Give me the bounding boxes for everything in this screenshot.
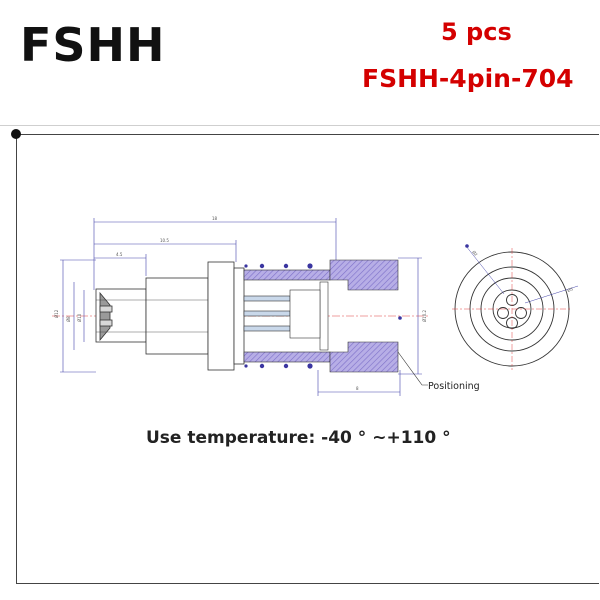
svg-text:Ø5: Ø5 [567,286,574,293]
dimension-lines [60,218,422,396]
brand-title: FSHH [20,18,166,72]
end-view-dimensions: Ø2 Ø5 [471,249,574,293]
drawing-frame [16,134,599,584]
contact-pins [243,289,321,339]
connector-body [145,261,245,371]
seal-balls [244,263,402,369]
temperature-note: Use temperature: -40 ° ~+110 ° [146,428,451,448]
svg-text:Ø10: Ø10 [77,313,82,322]
svg-text:8: 8 [356,386,359,391]
svg-text:Ø8: Ø8 [66,316,71,322]
positioning-leader [397,351,428,386]
frame-corner-dot [11,129,21,139]
connector-end-view [452,244,579,370]
svg-text:Ø10.2: Ø10.2 [422,309,427,322]
svg-text:10.5: 10.5 [160,238,169,243]
positioning-label: Positioning [428,381,480,392]
svg-text:Ø12: Ø12 [54,309,59,318]
header-divider [0,125,600,126]
model-number: FSHH-4pin-704 [362,64,574,93]
quantity-label: 5 pcs [441,18,512,46]
plug-nose [95,288,147,343]
housing-section [243,259,399,373]
svg-text:Ø2: Ø2 [471,249,479,257]
svg-text:18: 18 [212,216,218,221]
dimension-values: 18 10.5 4.5 Ø12 Ø8 Ø10 Ø10.2 8 [54,216,427,391]
svg-text:4.5: 4.5 [116,252,123,257]
